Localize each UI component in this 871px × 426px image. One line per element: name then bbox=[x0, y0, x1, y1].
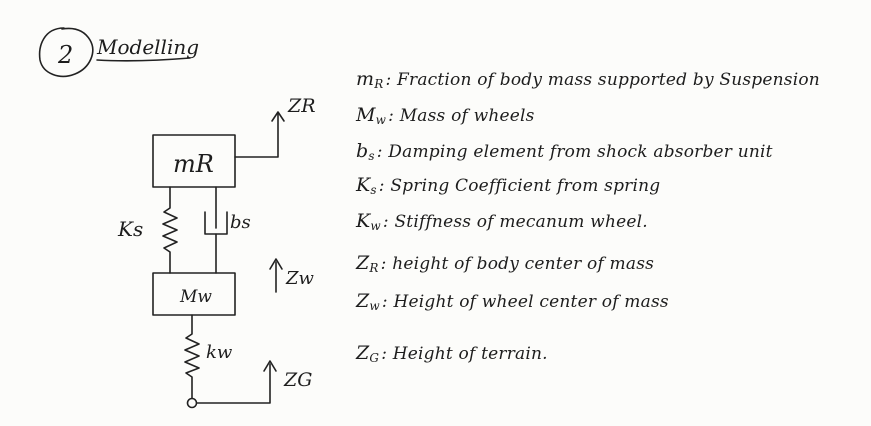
tire-spring-label: kw bbox=[206, 342, 233, 363]
legend-text: Height of wheel center of mass bbox=[393, 292, 669, 312]
section-heading: 2 Modelling bbox=[38, 27, 199, 78]
z-wheel-arrowhead bbox=[269, 258, 283, 270]
heading-number: 2 bbox=[57, 41, 73, 69]
legend-item: ZR: height of body center of mass bbox=[356, 252, 655, 275]
legend-item: Kw: Stiffness of mecanum wheel. bbox=[356, 210, 648, 233]
suspension-spring bbox=[162, 186, 178, 274]
legend-item: Ks: Spring Coefficient from spring bbox=[356, 174, 661, 197]
legend-item: Zw: Height of wheel center of mass bbox=[356, 290, 669, 313]
wheel-mass-label: Mw bbox=[179, 287, 212, 307]
damper-label: bs bbox=[230, 212, 251, 233]
legend-text: Stiffness of mecanum wheel. bbox=[394, 212, 648, 232]
body-mass-block bbox=[152, 134, 236, 188]
legend-item: mR: Fraction of body mass supported by S… bbox=[356, 68, 820, 91]
heading-underline bbox=[96, 57, 191, 62]
legend-text: Spring Coefficient from spring bbox=[390, 176, 661, 196]
z-ground-label: ZG bbox=[283, 369, 312, 391]
heading-number-circle bbox=[38, 27, 94, 78]
z-body-connector bbox=[234, 113, 279, 158]
legend-text: Fraction of body mass supported by Suspe… bbox=[397, 70, 820, 90]
heading-title: Modelling bbox=[96, 35, 199, 59]
legend-text: Mass of wheels bbox=[399, 106, 535, 126]
z-body-label: ZR bbox=[287, 95, 316, 117]
z-ground-arrowhead bbox=[263, 360, 277, 372]
legend-text: Damping element from shock absorber unit bbox=[388, 142, 773, 162]
tire-spring bbox=[184, 314, 200, 399]
spring-label: Ks bbox=[117, 217, 143, 241]
legend-item: bs: Damping element from shock absorber … bbox=[356, 140, 773, 163]
wheel-mass-block bbox=[152, 272, 236, 316]
body-mass-label: mR bbox=[173, 150, 214, 178]
legend-item: Mw: Mass of wheels bbox=[356, 104, 535, 127]
legend-item: ZG: Height of terrain. bbox=[356, 342, 548, 365]
ground-contact-point bbox=[186, 397, 198, 409]
legend-text: height of body center of mass bbox=[392, 254, 655, 274]
z-ground-connector bbox=[196, 363, 271, 404]
z-wheel-label: Zw bbox=[285, 268, 315, 289]
legend-text: Height of terrain. bbox=[392, 344, 548, 364]
z-body-arrowhead bbox=[271, 111, 285, 122]
